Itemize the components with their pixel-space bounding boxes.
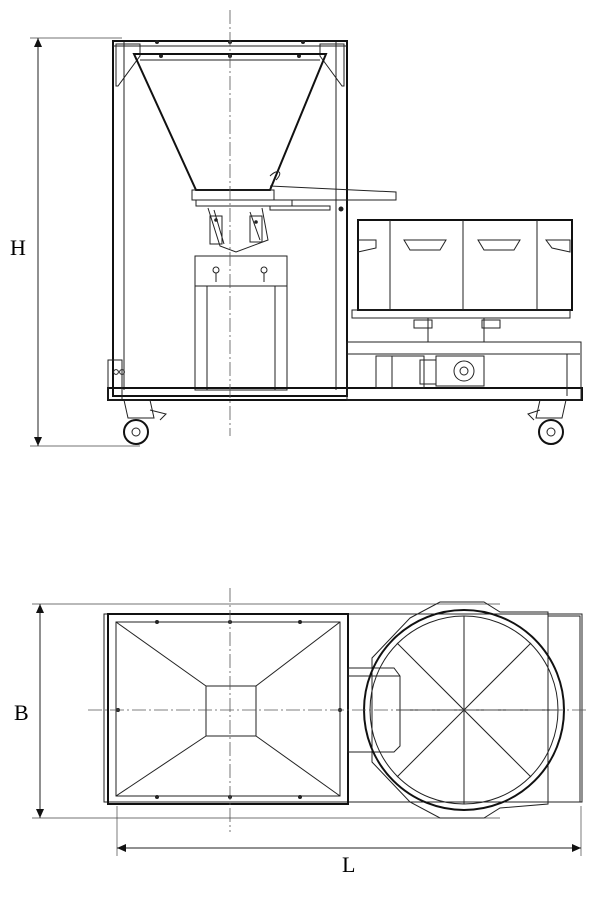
base-plate-outline (103, 613, 583, 803)
chute-top (347, 667, 401, 753)
pedestal (194, 255, 288, 391)
caster-wheels (123, 399, 567, 445)
hopper-top (107, 613, 349, 805)
dosing-device (207, 207, 269, 253)
length-label: L (342, 852, 355, 877)
width-dimension: B (14, 603, 500, 819)
side-view: H (10, 10, 583, 447)
height-dimension: H (10, 37, 140, 447)
width-label: B (14, 700, 29, 725)
drive-motor (375, 355, 485, 389)
top-view: B L (14, 588, 586, 877)
hopper (132, 53, 397, 211)
base-frame (107, 206, 583, 401)
length-dimension: L (116, 806, 582, 877)
height-label: H (10, 235, 26, 260)
turntable (351, 219, 573, 343)
